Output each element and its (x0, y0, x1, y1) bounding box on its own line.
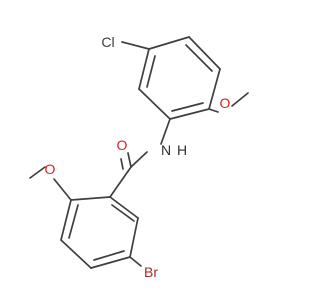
bond-bottom-ring-6 (70, 196, 111, 201)
bond-ring-to-oxygen-bottom (53, 178, 72, 201)
bond-top-ring-4 (169, 108, 210, 120)
bond-bottom-ring-3 (90, 256, 131, 269)
bond-carbonyl-double-a (127, 152, 132, 168)
atom-oxygen-methoxy-top: O (220, 95, 231, 111)
atom-oxygen-methoxy-bottom: O (45, 161, 56, 177)
bond-oxygen-bottom-to-methyl (29, 166, 46, 179)
bond-bottom-ring-2 (129, 217, 139, 258)
bond-ring-to-bromine (129, 256, 142, 267)
bond-top-ring-4-inner (171, 102, 204, 112)
atom-bromine: Br (144, 264, 158, 280)
bond-bottom-ring-3-inner (93, 250, 125, 261)
bond-nitrogen-to-carbonyl (130, 151, 148, 168)
bond-oxygen-top-to-methyl (231, 92, 249, 107)
bond-top-ring-1 (148, 36, 190, 50)
bond-carbonyl-to-ring (109, 166, 132, 198)
bond-carbonyl-double-b (120, 158, 124, 170)
atom-nitrogen: N (161, 142, 171, 158)
bond-ring-to-nitrogen (160, 118, 171, 145)
atom-labels: Cl N H O O O Br (45, 34, 231, 280)
bond-top-ring-2-inner (185, 44, 213, 72)
bond-ring-to-chlorine (121, 41, 150, 50)
molecule-structure-diagram: Cl N H O O O Br (29, 34, 249, 280)
bond-top-ring-5 (138, 88, 171, 120)
bonds (29, 36, 249, 269)
bond-bottom-ring-5 (60, 199, 72, 241)
atom-chlorine: Cl (101, 34, 114, 50)
bond-ring-to-oxygen-top (208, 108, 219, 113)
bond-top-ring-6-inner (146, 55, 156, 88)
bond-bottom-ring-4 (60, 239, 92, 269)
bond-top-ring-6 (138, 48, 150, 90)
bond-top-ring-3 (208, 68, 221, 110)
atom-oxygen-carbonyl: O (117, 137, 128, 153)
bond-bottom-ring-1-inner (111, 204, 135, 222)
bond-top-ring-2 (188, 36, 221, 70)
bond-bottom-ring-5-inner (68, 204, 79, 239)
bond-bottom-ring-1 (109, 196, 139, 219)
atom-hydrogen: H (177, 142, 187, 158)
